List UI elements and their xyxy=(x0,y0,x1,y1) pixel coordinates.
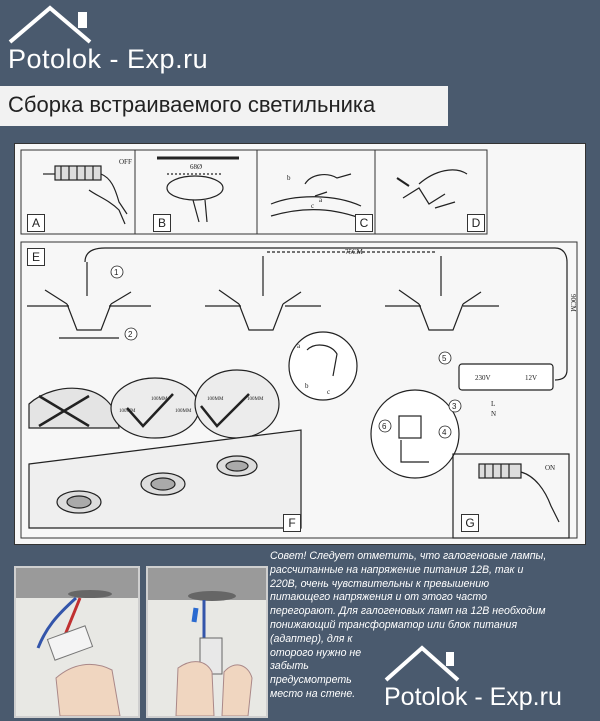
house-logo-icon xyxy=(8,5,92,44)
label-c-a: a xyxy=(319,196,323,204)
step-2-number: 2 xyxy=(128,330,133,339)
footer-house-logo-icon xyxy=(384,645,460,682)
label-c-b: b xyxy=(287,174,291,182)
label-c-c: c xyxy=(311,202,314,210)
tip-line: 220В, очень чувствительны к превышению xyxy=(270,577,490,590)
label-100mm-3: 100MM xyxy=(175,409,192,414)
hands-fixture-icon xyxy=(148,568,266,717)
hands-wiring-icon xyxy=(16,568,138,717)
label-dim-vertical: 90CM xyxy=(569,294,577,313)
tip-line: забыть xyxy=(270,660,309,673)
label-100mm-1: 100MM xyxy=(119,409,136,414)
panel-e-wiring-icon xyxy=(27,247,568,381)
tip-line: (адаптер), для к xyxy=(270,632,353,645)
label-dim-b: 68Ø xyxy=(190,163,202,171)
label-transformer-out: 12V xyxy=(525,374,537,382)
label-plug-n: N xyxy=(491,410,496,418)
tip-line: питающего напряжения и от этого часто xyxy=(270,591,488,604)
footer-site-title: Potolok - Exp.ru xyxy=(384,683,562,711)
panel-b-hole-icon xyxy=(157,156,239,223)
installation-photo-1 xyxy=(14,566,140,718)
label-100mm-4: 100MM xyxy=(207,397,224,402)
label-detail-b: b xyxy=(305,382,309,390)
panel-g-terminal-icon xyxy=(452,453,570,539)
panel-d-clip-icon xyxy=(396,169,468,209)
panel-label-f: F xyxy=(283,514,301,532)
step-3-number: 3 xyxy=(452,402,457,411)
panel-label-e: E xyxy=(27,248,45,266)
label-dim-cable: 75CM xyxy=(345,248,364,256)
panel-label-g: G xyxy=(461,514,479,532)
label-transformer-in: 230V xyxy=(475,374,491,382)
tip-line: перегорают. Для галогеновых ламп на 12В … xyxy=(270,605,546,618)
label-100mm-2: 100MM xyxy=(151,397,168,402)
tip-line: рассчитанные на напряжение питания 12В, … xyxy=(270,563,524,576)
instruction-sheet: OFF 68Ø b c a 75CM 90CM 230V 12V a b c N… xyxy=(14,143,586,545)
panel-c-install-icon xyxy=(270,173,366,221)
label-off: OFF xyxy=(119,158,132,166)
tip-line: оторого нужно не xyxy=(270,646,362,659)
panel-label-a: A xyxy=(27,214,45,232)
panel-a-terminal-icon xyxy=(43,165,128,225)
step-5-number: 5 xyxy=(442,354,447,363)
tip-text: Совет! Следует отметить, что галогеновые… xyxy=(270,550,596,702)
installation-photo-2 xyxy=(146,566,268,718)
cutout-ovals xyxy=(28,369,280,439)
label-detail-a: a xyxy=(297,342,301,350)
page-heading: Сборка встраиваемого светильника xyxy=(8,92,376,117)
tip-line: место на стене. xyxy=(270,687,356,700)
panel-label-b: B xyxy=(153,214,171,232)
transformer-icon xyxy=(458,363,554,391)
site-title: Potolok - Exp.ru xyxy=(8,44,209,74)
panel-label-d: D xyxy=(467,214,485,232)
panel-f-ceiling-icon xyxy=(28,429,302,529)
label-100mm-5: 100MM xyxy=(247,397,264,402)
assembly-diagram: OFF 68Ø b c a 75CM 90CM 230V 12V a b c N… xyxy=(20,149,578,539)
step-1-number: 1 xyxy=(114,268,119,277)
tip-line: предусмотреть xyxy=(270,674,352,687)
step-6-number: 6 xyxy=(382,422,387,431)
detail-circles xyxy=(288,331,460,479)
label-on: ON xyxy=(545,464,555,472)
panel-label-c: C xyxy=(355,214,373,232)
label-plug-l: L xyxy=(491,400,495,408)
step-4-number: 4 xyxy=(442,428,447,437)
heading-band xyxy=(0,86,448,126)
tip-line: Совет! Следует отметить, что галогеновые… xyxy=(270,550,547,562)
label-detail-c: c xyxy=(327,388,330,396)
tip-line: понижающий трансформатор или блок питани… xyxy=(270,618,518,631)
